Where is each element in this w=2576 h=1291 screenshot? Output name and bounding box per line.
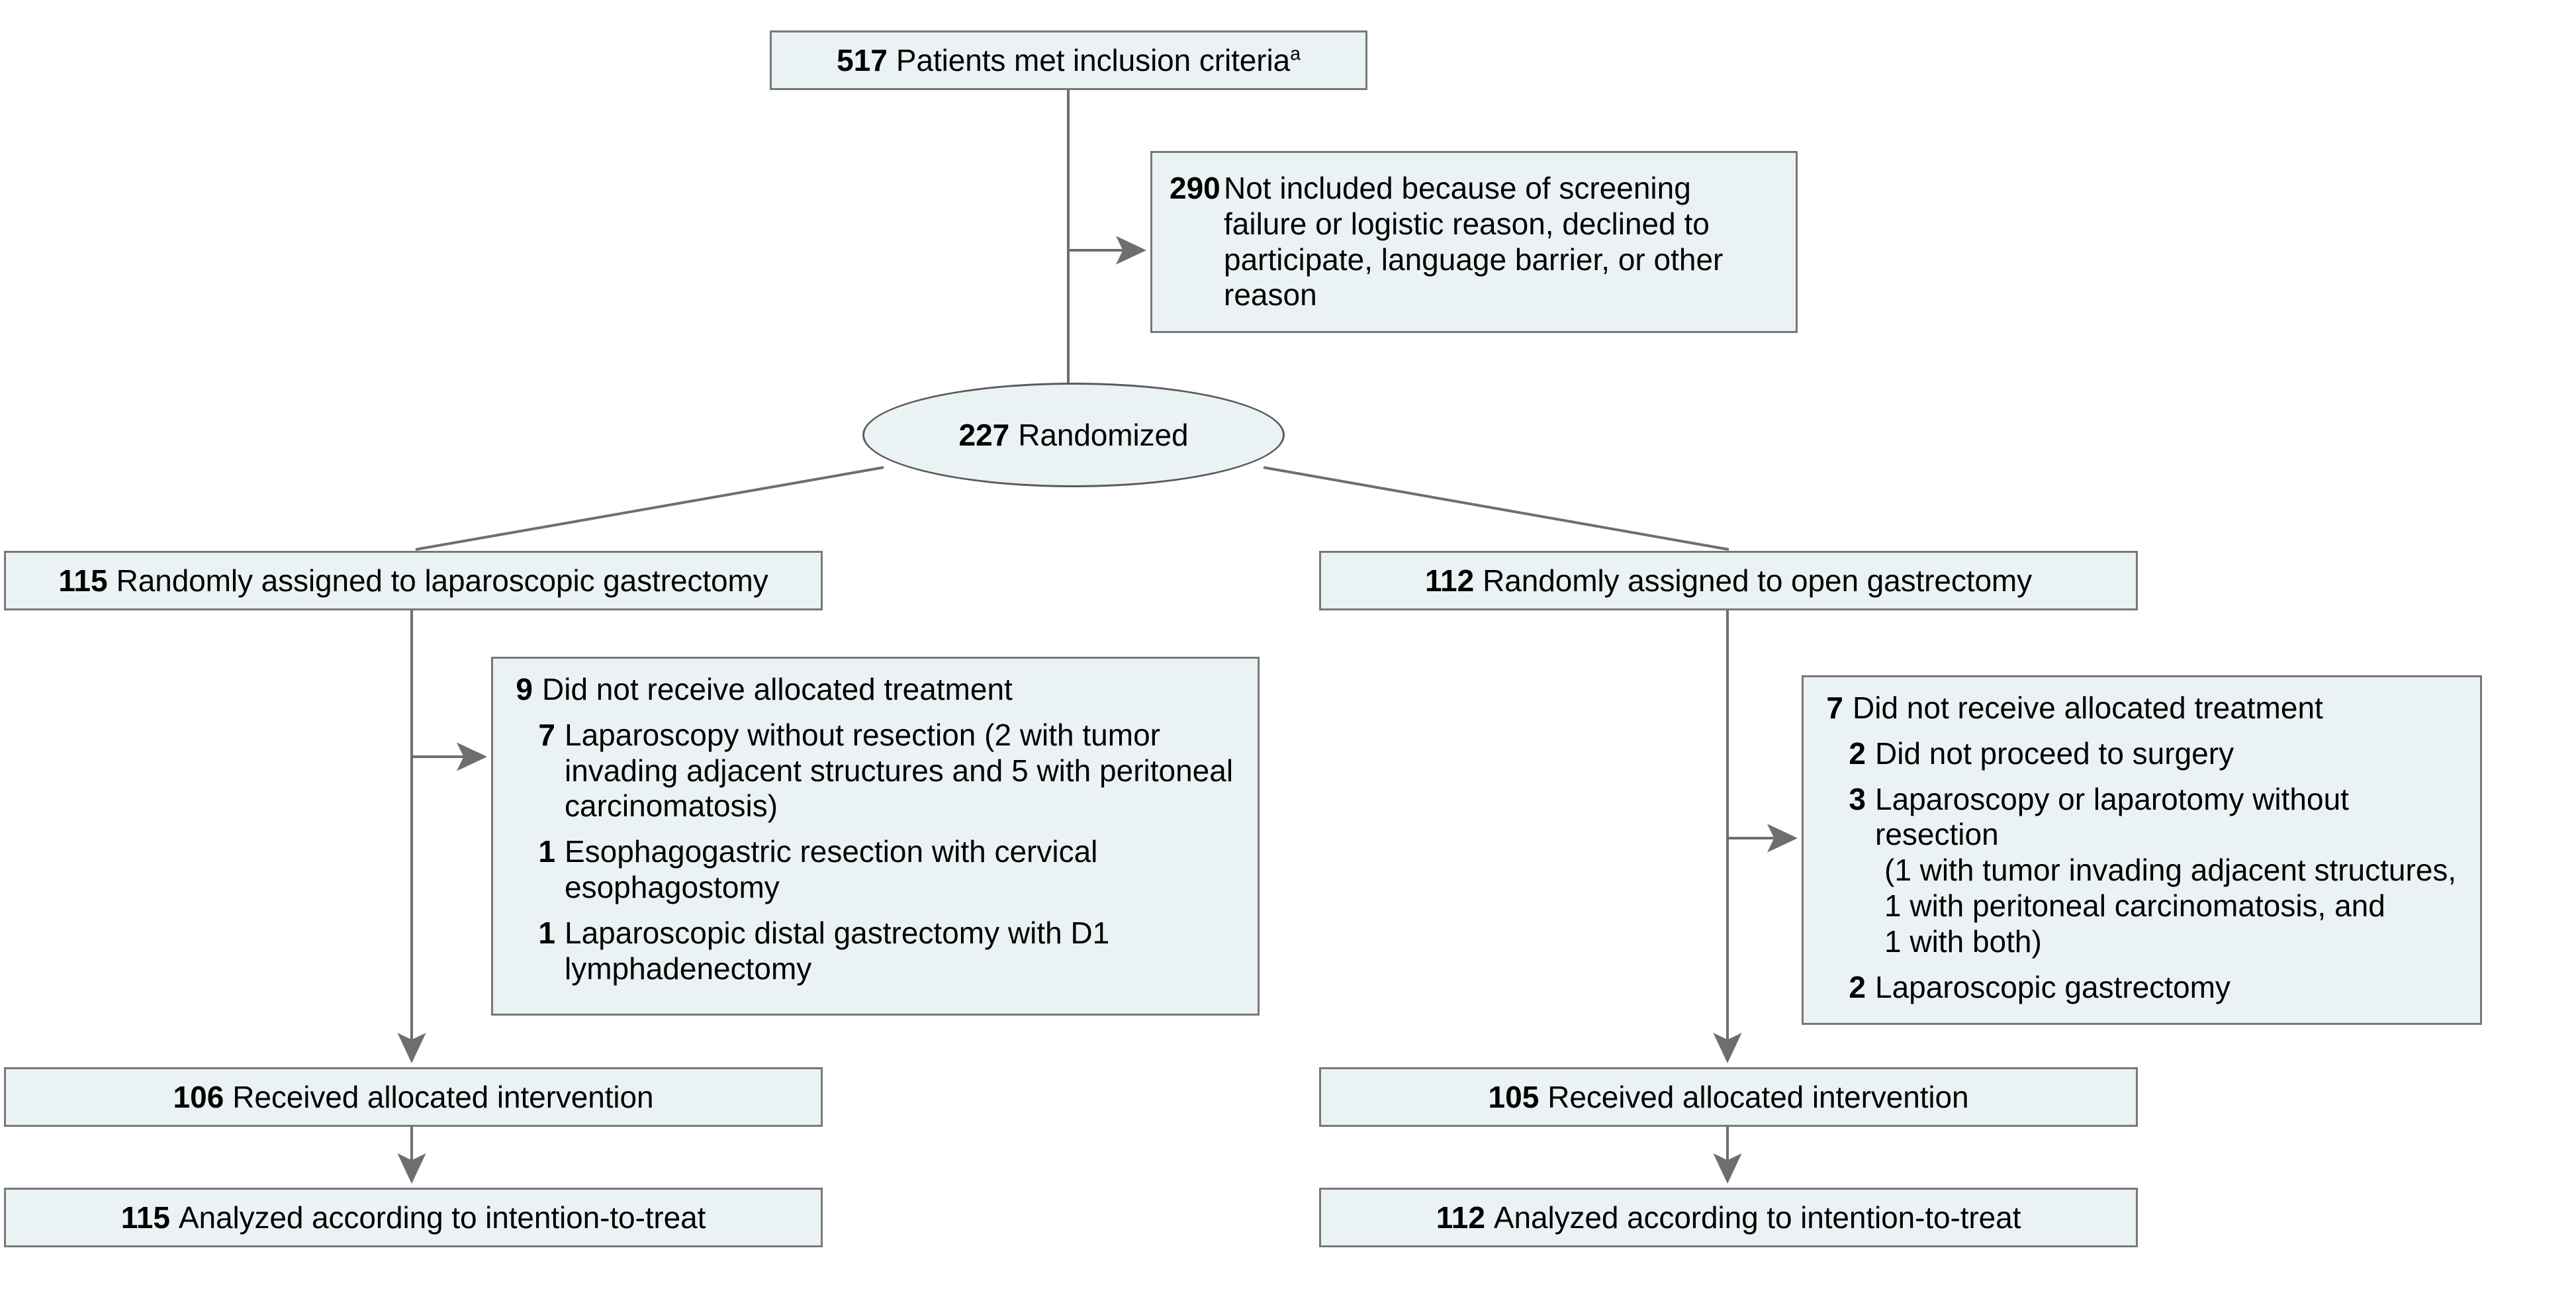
node-alloc-left-count: 115 (58, 563, 108, 598)
detail-right-item-label: Laparoscopic gastrectomy (1875, 969, 2231, 1004)
detail-left-item-label: Laparoscopic distal gastrectomy with D1 … (565, 915, 1110, 986)
node-excluded-label: Not included because of screening failur… (1224, 170, 1724, 312)
detail-right-item-count: 3 (1849, 781, 1866, 816)
node-alloc-right-count: 112 (1424, 563, 1475, 598)
detail-right-item-count: 2 (1849, 736, 1866, 771)
node-anal-right-count: 112 (1436, 1200, 1485, 1235)
node-detail-laparoscopic-not-treated: 9 Did not receive allocated treatment 7 … (491, 657, 1260, 1016)
detail-right-item-row: 3 Laparoscopy or laparotomy without rese… (1821, 782, 2463, 960)
detail-right-item-count: 2 (1849, 969, 1866, 1004)
detail-right-item-continuation: (1 with tumor invading adjacent structur… (1884, 853, 2457, 888)
detail-left-item-row: 7 Laparoscopy without resection (2 with … (510, 718, 1240, 824)
detail-right-item-label: Did not proceed to surgery (1875, 736, 2234, 771)
node-recv-left-count: 106 (173, 1080, 224, 1114)
detail-right-item-row: 2 Laparoscopic gastrectomy (1821, 970, 2463, 1006)
node-alloc-right-label: Randomly assigned to open gastrectomy (1483, 563, 2033, 598)
node-not-included: 290 Not included because of screening fa… (1150, 151, 1798, 333)
detail-right-header-row: 7 Did not receive allocated treatment (1821, 691, 2463, 726)
node-detail-open-not-treated: 7 Did not receive allocated treatment 2 … (1802, 675, 2482, 1025)
detail-right-item-row: 2 Did not proceed to surgery (1821, 736, 2463, 772)
node-excluded-row: 290 Not included because of screening fa… (1170, 171, 1778, 313)
detail-left-count: 9 (516, 672, 533, 706)
detail-right-item-label: Laparoscopy or laparotomy without resect… (1875, 781, 2349, 852)
node-screened-footnote-marker: a (1290, 43, 1301, 65)
detail-left-item-count: 1 (538, 915, 555, 950)
node-recv-left-label: Received allocated intervention (232, 1080, 654, 1114)
detail-left-header-row: 9 Did not receive allocated treatment (510, 672, 1240, 708)
node-recv-right-label: Received allocated intervention (1547, 1080, 1969, 1114)
detail-right-item-continuation: 1 with both) (1884, 924, 2042, 959)
node-randomized-label: Randomized (1018, 418, 1189, 452)
detail-right-item-continuation: 1 with peritoneal carcinomatosis, and (1884, 888, 2385, 924)
detail-right-count: 7 (1826, 691, 1843, 725)
detail-left-label: Did not receive allocated treatment (542, 672, 1013, 706)
node-alloc-left-label: Randomly assigned to laparoscopic gastre… (116, 563, 768, 598)
node-anal-left-label: Analyzed according to intention-to-treat (178, 1200, 706, 1235)
detail-left-item-count: 1 (538, 834, 555, 869)
node-excluded-count: 290 (1170, 170, 1220, 205)
detail-right-label: Did not receive allocated treatment (1853, 691, 2323, 725)
node-anal-left-count: 115 (120, 1200, 170, 1235)
node-randomized-count: 227 (958, 418, 1010, 452)
detail-left-item-label: Laparoscopy without resection (2 with tu… (565, 717, 1234, 824)
detail-left-item-count: 7 (538, 717, 555, 752)
node-screened-count: 517 (837, 43, 888, 77)
connector-randomized-to-left-allocation (415, 466, 884, 551)
connector-randomized-to-right-allocation (1263, 466, 1729, 551)
node-anal-right-label: Analyzed according to intention-to-treat (1493, 1200, 2021, 1235)
node-screened-label: Patients met inclusion criteria (896, 43, 1291, 77)
node-recv-right-count: 105 (1488, 1080, 1540, 1114)
detail-left-item-row: 1 Esophagogastric resection with cervica… (510, 834, 1240, 906)
detail-left-item-label: Esophagogastric resection with cervical … (565, 834, 1098, 905)
detail-left-item-row: 1 Laparoscopic distal gastrectomy with D… (510, 916, 1240, 987)
